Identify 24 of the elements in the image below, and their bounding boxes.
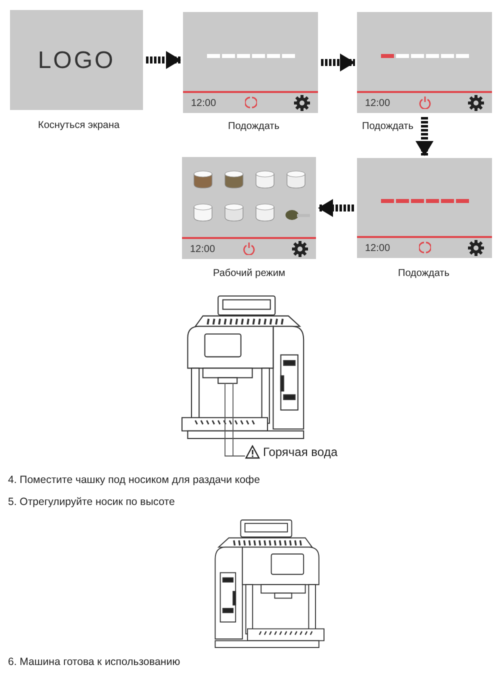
display-screen — [357, 12, 492, 113]
screen-caption: Подождать — [398, 268, 450, 279]
instruction-text: 4. Поместите чашку под носиком для раздачи кофе — [8, 474, 260, 486]
leader-line — [232, 382, 246, 456]
display-screen — [357, 158, 492, 258]
display-screen — [182, 157, 316, 259]
placeholder-text: LOGO — [36, 47, 116, 75]
display-screen — [183, 12, 318, 113]
arrow — [416, 117, 434, 156]
clock-time: 12:00 — [190, 244, 216, 255]
screen-caption: Подождать — [228, 121, 280, 132]
screen-caption: Подождать — [362, 121, 414, 132]
clock-time: 12:00 — [365, 98, 390, 109]
callout-label: Горячая вода — [263, 445, 338, 459]
clock-time: 12:00 — [191, 98, 216, 109]
screen-caption: Рабочий режим — [213, 268, 286, 279]
arrow — [318, 199, 354, 217]
instruction-text: 6. Машина готова к использованию — [8, 656, 180, 668]
clock-time: 12:00 — [365, 243, 390, 254]
display-screen — [10, 10, 143, 110]
screen-caption: Коснуться экрана — [38, 120, 120, 131]
arrow — [146, 51, 181, 69]
arrow — [321, 54, 355, 72]
instruction-text: 5. Отрегулируйте носик по высоте — [8, 496, 175, 508]
